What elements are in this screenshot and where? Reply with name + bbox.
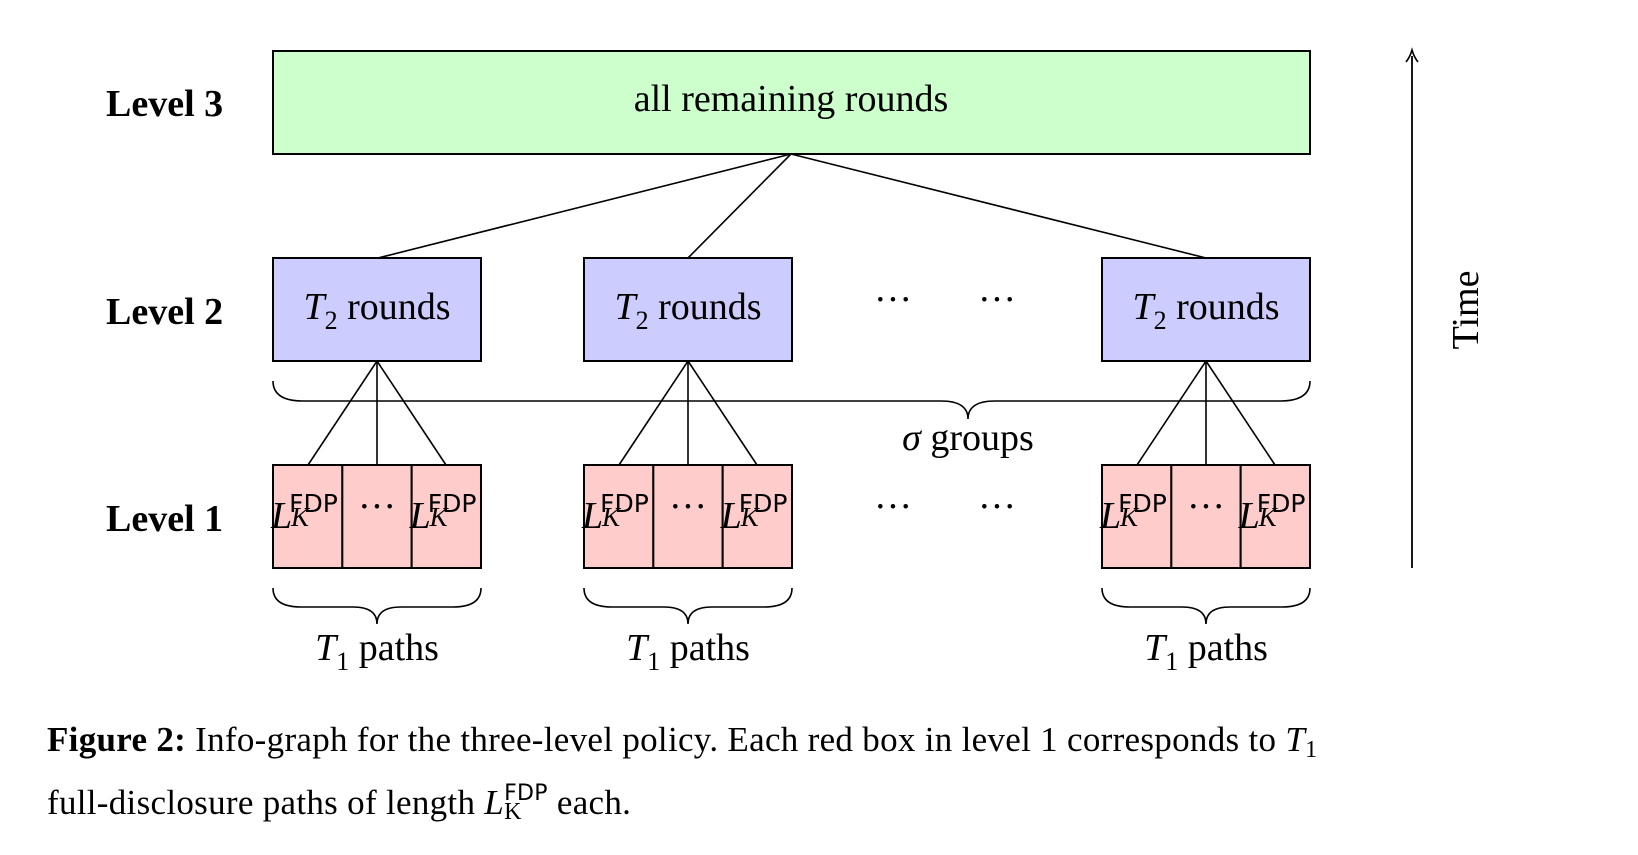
level-1-cell-label: LFDPK	[720, 489, 788, 537]
level-1-cell-label: LFDPK	[270, 489, 338, 537]
level-1-cell-label: LFDPK	[1099, 489, 1167, 537]
t1-brace	[272, 587, 482, 625]
t1-paths-label: T1 paths	[626, 627, 750, 676]
t1-brace	[583, 587, 793, 625]
caption-text-3: each.	[547, 783, 632, 822]
caption-text-1: Info-graph for the three-level policy. E…	[186, 720, 1286, 759]
caption-l-sup: FDP	[504, 781, 548, 806]
level-3-label: Level 3	[106, 83, 223, 125]
time-label: Time	[1445, 271, 1487, 350]
t2-var: T	[614, 286, 638, 328]
level-2-box-3: T2 rounds	[1101, 257, 1311, 362]
level-1-ellipsis-2: ···	[978, 486, 1016, 528]
level-2-ellipsis-1: ···	[874, 279, 912, 321]
svg-text:T2 rounds: T2 rounds	[614, 286, 761, 335]
t2-suffix: rounds	[1167, 286, 1280, 328]
caption-text-2: full-disclosure paths of length	[47, 783, 485, 822]
caption-l-var: L	[484, 783, 505, 822]
level-1-group-2: LFDPK ··· LFDPK	[581, 464, 793, 569]
figure-caption: Figure 2: Info-graph for the three-level…	[47, 718, 1607, 825]
t2-suffix: rounds	[338, 286, 451, 328]
three-level-diagram: Level 3 Level 2 Level 1 all remaining ro…	[106, 47, 1487, 676]
t1-paths-label: T1 paths	[315, 627, 439, 676]
level-1-cell-ellipsis: ···	[1187, 486, 1225, 528]
level-2-ellipsis-2: ···	[978, 279, 1016, 321]
level-1-cell-ellipsis: ···	[669, 486, 707, 528]
level-1-group-1: LFDPK ··· LFDPK	[270, 464, 482, 569]
level-1-cell-ellipsis: ···	[358, 486, 396, 528]
level-2-box-1: T2 rounds	[272, 257, 482, 362]
figure-label: Figure 2:	[47, 720, 187, 759]
level-1-cell-label: LFDPK	[581, 489, 649, 537]
level-2-label: Level 2	[106, 291, 223, 333]
caption-l-sub: K	[504, 799, 522, 825]
level-1-cell	[652, 464, 724, 569]
level-3-box-text: all remaining rounds	[634, 78, 948, 120]
t1-brace	[1101, 587, 1311, 625]
level-1-cell-label: LFDPK	[1238, 489, 1306, 537]
t2-sub: 2	[325, 306, 338, 335]
level-1-cell	[721, 464, 793, 569]
level-3-to-2-edges	[377, 153, 1207, 259]
t2-var: T	[303, 286, 327, 328]
level-3-box	[272, 50, 1311, 155]
svg-text:T2 rounds: T2 rounds	[303, 286, 450, 335]
level-1-cell-label: LFDPK	[409, 489, 477, 537]
svg-text:T2 rounds: T2 rounds	[1132, 286, 1279, 335]
t2-sub: 2	[1154, 306, 1167, 335]
level-1-groups: LFDPK ··· LFDPK LFDPK ··· LFDPK LFDPK ··· LFDPK	[270, 464, 1311, 569]
sigma-groups-label: σ groups	[902, 417, 1034, 459]
sigma-groups-brace	[272, 380, 1311, 420]
level-1-group-3: LFDPK ··· LFDPK	[1099, 464, 1311, 569]
level-1-label: Level 1	[106, 498, 223, 540]
level-1-cell	[1239, 464, 1311, 569]
level-2-box-2: T2 rounds	[583, 257, 793, 362]
level-2-to-1-edges	[307, 360, 1276, 466]
t1-paths-label: T1 paths	[1144, 627, 1268, 676]
level-1-cell	[410, 464, 482, 569]
caption-t1-sub: 1	[1305, 737, 1318, 763]
caption-t1-var: T	[1285, 720, 1306, 759]
t2-suffix: rounds	[649, 286, 762, 328]
t2-var: T	[1132, 286, 1156, 328]
level-1-ellipsis-1: ···	[874, 486, 912, 528]
t2-sub: 2	[636, 306, 649, 335]
time-arrow	[1405, 47, 1419, 568]
t1-paths-braces: T1 paths T1 paths T1 paths	[272, 587, 1311, 676]
